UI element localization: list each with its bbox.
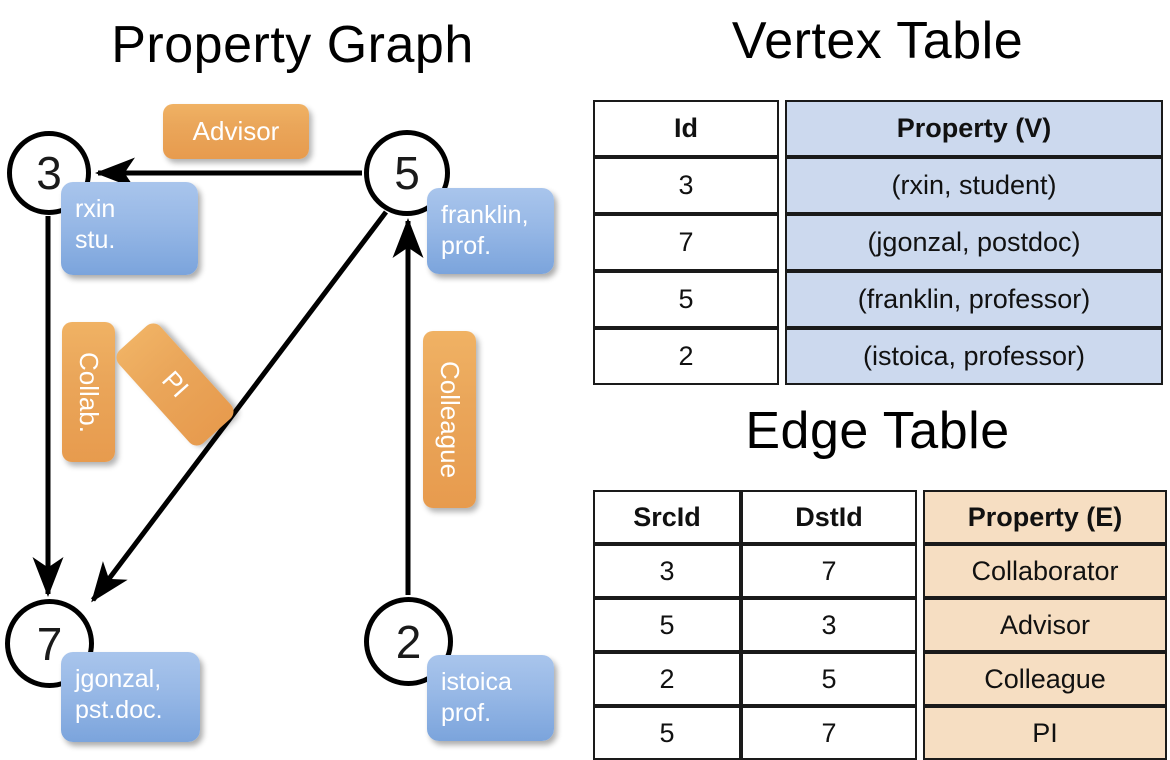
edge-table: SrcId DstId Property (E) 3 7 Collaborato… — [593, 490, 1167, 760]
edge-cell-srcid: 5 — [593, 706, 741, 760]
page-title-property-graph: Property Graph — [111, 16, 474, 74]
edge-label-advisor: Advisor — [163, 104, 309, 159]
table-row: 2 (istoica, professor) — [593, 328, 1163, 385]
edge-label-collab: Collab. — [62, 322, 115, 462]
edge-cell-property: Collaborator — [923, 544, 1167, 598]
edge-cell-property: Advisor — [923, 598, 1167, 652]
vertex-property-box-rxin: rxin stu. — [61, 182, 198, 275]
column-gap — [779, 157, 785, 214]
edge-label-pi-text: PI — [155, 365, 195, 404]
vertex-cell-id: 2 — [593, 328, 779, 385]
vertex-table-header-id: Id — [593, 100, 779, 157]
edge-label-colleague-text: Colleague — [435, 360, 465, 479]
table-row: 2 5 Colleague — [593, 652, 1167, 706]
column-gap — [917, 598, 923, 652]
edge-cell-dstid: 5 — [741, 652, 917, 706]
table-header-row: Id Property (V) — [593, 100, 1163, 157]
column-gap — [917, 652, 923, 706]
page-title-vertex-table: Vertex Table — [731, 12, 1024, 70]
column-gap — [779, 271, 785, 328]
edge-table-header-property: Property (E) — [923, 490, 1167, 544]
column-gap — [917, 544, 923, 598]
edge-cell-property: PI — [923, 706, 1167, 760]
edge-cell-property: Colleague — [923, 652, 1167, 706]
edge-5-to-7-pi — [91, 210, 388, 603]
edge-label-collab-text: Collab. — [74, 351, 104, 433]
vertex-property-box-istoica: istoica prof. — [427, 655, 554, 741]
vertex-property-box-franklin: franklin, prof. — [427, 188, 554, 274]
vertex-cell-id: 3 — [593, 157, 779, 214]
edge-table-header-dstid: DstId — [741, 490, 917, 544]
vertex-cell-property: (rxin, student) — [785, 157, 1163, 214]
table-row: 3 (rxin, student) — [593, 157, 1163, 214]
column-gap — [779, 100, 785, 157]
column-gap — [917, 706, 923, 760]
column-gap — [779, 328, 785, 385]
vertex-cell-property: (istoica, professor) — [785, 328, 1163, 385]
vertex-cell-id: 7 — [593, 214, 779, 271]
edge-cell-srcid: 3 — [593, 544, 741, 598]
edge-label-colleague: Colleague — [423, 331, 476, 508]
graph-node-2: 2 — [364, 597, 453, 686]
vertex-table: Id Property (V) 3 (rxin, student) 7 (jgo… — [593, 100, 1163, 385]
vertex-cell-id: 5 — [593, 271, 779, 328]
vertex-cell-property: (jgonzal, postdoc) — [785, 214, 1163, 271]
page-title-edge-table: Edge Table — [745, 402, 1010, 460]
edge-label-advisor-text: Advisor — [192, 116, 280, 146]
column-gap — [917, 490, 923, 544]
table-row: 5 7 PI — [593, 706, 1167, 760]
edge-cell-dstid: 7 — [741, 544, 917, 598]
edge-cell-dstid: 3 — [741, 598, 917, 652]
table-row: 5 (franklin, professor) — [593, 271, 1163, 328]
edge-cell-dstid: 7 — [741, 706, 917, 760]
graph-node-5: 5 — [364, 130, 450, 216]
column-gap — [779, 214, 785, 271]
vertex-table-header-property: Property (V) — [785, 100, 1163, 157]
table-header-row: SrcId DstId Property (E) — [593, 490, 1167, 544]
table-row: 7 (jgonzal, postdoc) — [593, 214, 1163, 271]
edge-cell-srcid: 2 — [593, 652, 741, 706]
table-row: 3 7 Collaborator — [593, 544, 1167, 598]
vertex-cell-property: (franklin, professor) — [785, 271, 1163, 328]
vertex-property-box-jgonzal: jgonzal, pst.doc. — [61, 652, 200, 742]
graph-edges-canvas — [32, 157, 424, 603]
edge-cell-srcid: 5 — [593, 598, 741, 652]
edge-table-header-srcid: SrcId — [593, 490, 741, 544]
table-row: 5 3 Advisor — [593, 598, 1167, 652]
